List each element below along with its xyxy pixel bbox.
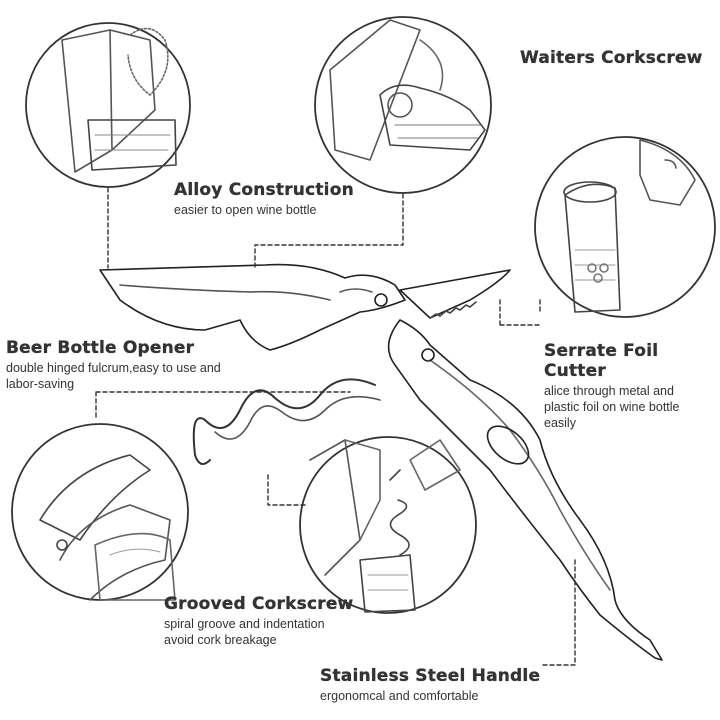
feature-beer-opener-title: Beer Bottle Opener <box>6 338 195 358</box>
leader-lines <box>95 187 576 666</box>
feature-foil-cutter: Serrate Foil Cutter alice through metal … <box>544 341 720 431</box>
feature-alloy-title: Alloy Construction <box>174 180 354 200</box>
feature-foil-cutter-title: Serrate Foil Cutter <box>544 341 659 381</box>
mechanism-detail-circle <box>314 16 492 194</box>
alloy-detail-circle <box>25 22 191 188</box>
feature-corkscrew-desc: spiral groove and indentation avoid cork… <box>164 617 325 647</box>
foil-cutter-detail-circle <box>534 136 716 318</box>
feature-foil-cutter-desc: alice through metal and plastic foil on … <box>544 384 680 430</box>
feature-beer-opener-desc: double hinged fulcrum,easy to use and la… <box>6 361 221 391</box>
feature-alloy-desc: easier to open wine bottle <box>174 203 317 217</box>
feature-corkscrew: Grooved Corkscrew spiral groove and inde… <box>164 594 353 648</box>
feature-alloy: Alloy Construction easier to open wine b… <box>174 180 354 218</box>
feature-handle-desc: ergonomcal and comfortable <box>320 689 479 703</box>
corkscrew-detail-circle <box>299 436 477 614</box>
feature-handle: Stainless Steel Handle ergonomcal and co… <box>320 666 540 704</box>
feature-handle-title: Stainless Steel Handle <box>320 666 541 686</box>
beer-opener-detail-circle <box>11 423 189 601</box>
main-corkscrew <box>99 263 663 661</box>
feature-corkscrew-title: Grooved Corkscrew <box>164 594 354 614</box>
page-title: Waiters Corkscrew <box>520 48 703 68</box>
feature-beer-opener: Beer Bottle Opener double hinged fulcrum… <box>6 338 221 392</box>
